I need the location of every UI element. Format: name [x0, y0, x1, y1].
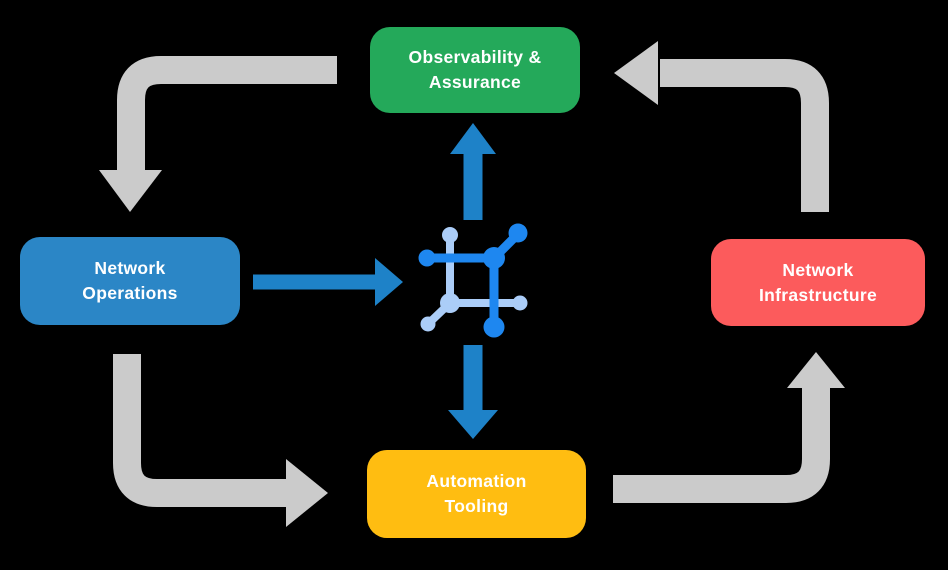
- arrow-head: [450, 123, 496, 154]
- icon-node: [512, 295, 528, 311]
- arrow-head: [614, 41, 658, 105]
- icon-light-nodes: [420, 227, 528, 332]
- node-label: Network Operations: [82, 258, 178, 303]
- arrow-automation-to-infrastructure: [613, 352, 845, 503]
- node-label: Observability & Assurance: [408, 47, 542, 92]
- arrow-head: [375, 258, 403, 306]
- arrow-shaft: [113, 354, 287, 507]
- node-label: Automation Tooling: [426, 471, 527, 516]
- node-automation-tooling: Automation Tooling: [367, 450, 586, 538]
- icon-bright-nodes: [418, 223, 528, 338]
- arrow-head: [99, 170, 162, 212]
- icon-node: [440, 293, 460, 313]
- arrow-shaft: [660, 59, 829, 212]
- network-fabric-icon: [418, 223, 528, 338]
- arrow-operations-to-automation: [113, 354, 328, 527]
- arrow-infrastructure-to-observability: [614, 41, 829, 212]
- icon-node: [508, 223, 528, 243]
- arrow-observability-to-operations: [99, 56, 337, 212]
- node-network-infrastructure: Network Infrastructure: [711, 239, 925, 326]
- arrow-shaft: [117, 56, 337, 172]
- node-label: Network Infrastructure: [759, 259, 877, 305]
- arrow-shaft: [613, 387, 830, 503]
- arrow-head: [448, 410, 498, 439]
- icon-node: [483, 316, 505, 338]
- node-network-operations: Network Operations: [20, 237, 240, 325]
- arrow-center-to-automation: [448, 345, 498, 439]
- icon-node: [420, 316, 436, 332]
- arrow-head: [286, 459, 328, 527]
- arrow-center-to-observability: [450, 123, 496, 220]
- icon-node: [442, 227, 458, 243]
- icon-node: [483, 247, 505, 269]
- node-observability-assurance: Observability & Assurance: [370, 27, 580, 113]
- icon-node: [418, 249, 436, 267]
- arrow-operations-to-center: [253, 258, 403, 306]
- arrow-head: [787, 352, 845, 388]
